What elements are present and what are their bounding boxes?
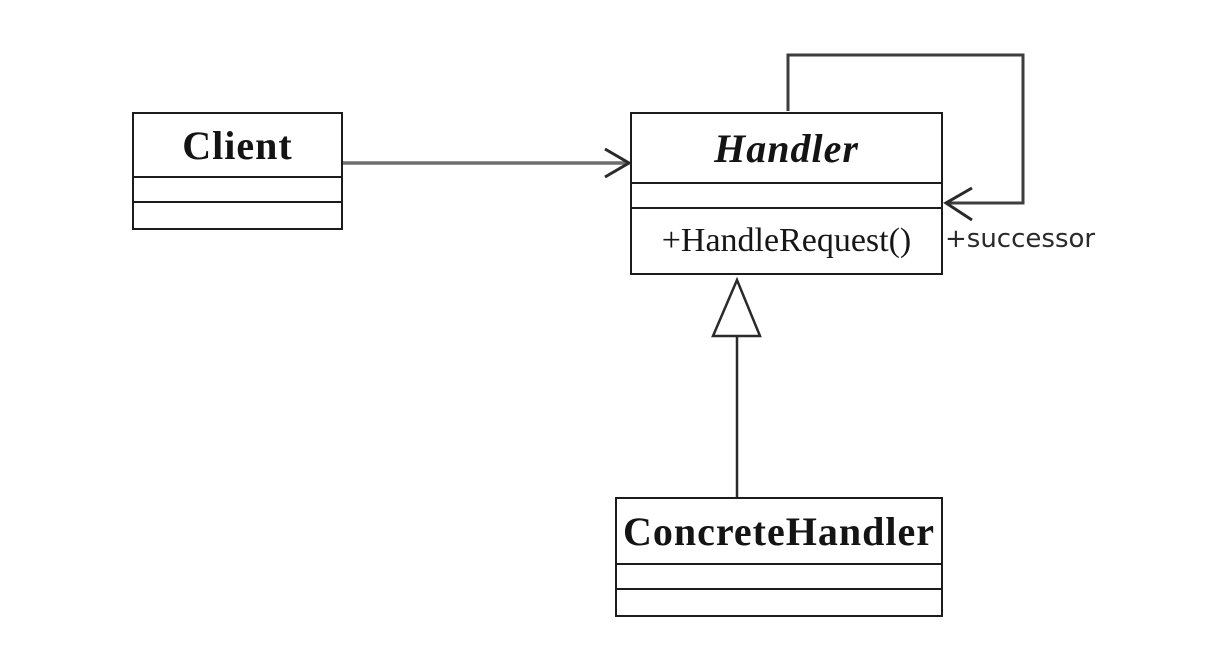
class-name-compartment: Client — [134, 114, 341, 176]
class-box-concretehandler: ConcreteHandler — [615, 497, 943, 617]
class-name-compartment: ConcreteHandler — [617, 499, 941, 563]
attributes-compartment-empty — [617, 563, 941, 588]
successor-role-label: +successor — [945, 224, 1096, 254]
class-name-concretehandler: ConcreteHandler — [623, 508, 935, 554]
class-box-client: Client — [132, 112, 343, 230]
class-box-handler: Handler +HandleRequest() — [630, 112, 943, 275]
association-arrow-client-to-handler — [343, 147, 632, 179]
methods-compartment: +HandleRequest() — [632, 207, 941, 273]
class-name-client: Client — [182, 122, 293, 168]
method-handlerequest: +HandleRequest() — [661, 222, 912, 259]
methods-compartment-empty — [617, 588, 941, 615]
attributes-compartment-empty — [632, 182, 941, 207]
generalization-arrow-concretehandler-to-handler — [711, 276, 762, 497]
class-name-handler: Handler — [714, 125, 859, 171]
attributes-compartment-empty — [134, 176, 341, 201]
methods-compartment-empty — [134, 201, 341, 228]
class-name-compartment: Handler — [632, 114, 941, 182]
